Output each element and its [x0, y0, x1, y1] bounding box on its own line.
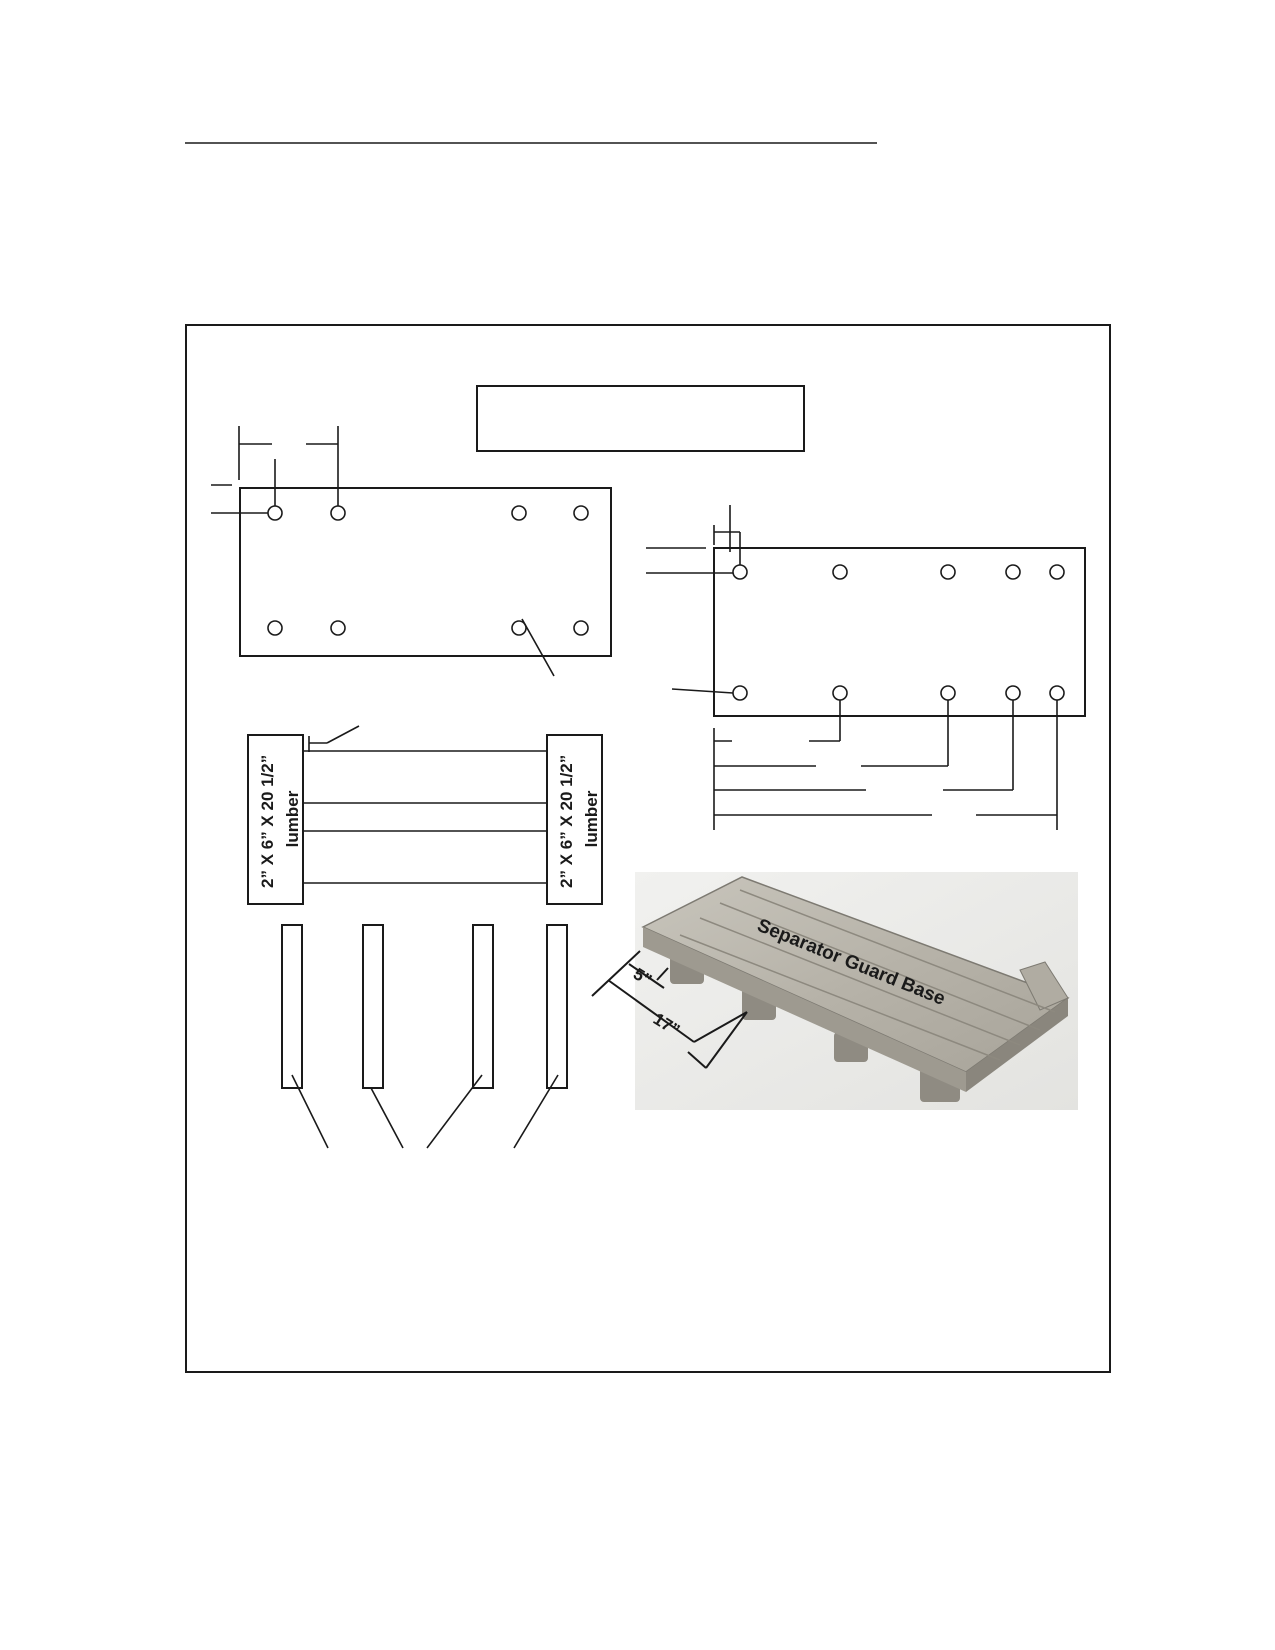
lumber-end-right — [546, 734, 603, 905]
right-board-hole — [732, 685, 748, 701]
slat-leader-lines — [291, 1074, 559, 1149]
lumber-label-left: 2” X 6” X 20 1/2” lumber — [258, 750, 302, 888]
lumber-label-right-line2: lumber — [582, 790, 601, 847]
slat — [472, 924, 494, 1089]
lumber-label-left-line2: lumber — [283, 790, 302, 847]
right-board-diagram — [646, 505, 1086, 830]
lumber-end-left — [247, 734, 304, 905]
left-board-hole — [267, 505, 283, 521]
base-platform-edge — [643, 927, 966, 1092]
base-platform-side — [966, 998, 1068, 1092]
figure-frame — [185, 324, 1111, 1373]
base-slat-lines — [679, 889, 1056, 1061]
frame-cross-lines — [303, 725, 547, 884]
slat — [546, 924, 568, 1089]
right-board-hole — [1049, 564, 1065, 580]
slat — [281, 924, 303, 1089]
right-board-hole — [832, 564, 848, 580]
left-board-hole — [330, 620, 346, 636]
slat — [362, 924, 384, 1089]
right-board-hole — [1005, 685, 1021, 701]
right-board — [713, 547, 1086, 717]
left-board-hole — [573, 620, 589, 636]
left-board-dimension-lines — [211, 426, 555, 677]
left-board-hole — [267, 620, 283, 636]
right-board-hole — [1005, 564, 1021, 580]
left-board — [239, 487, 612, 657]
right-board-hole — [940, 564, 956, 580]
left-board-hole — [511, 505, 527, 521]
left-board-diagram — [211, 426, 612, 677]
right-board-hole — [1049, 685, 1065, 701]
base-end-board — [1019, 961, 1069, 1011]
left-board-hole — [330, 505, 346, 521]
diagram-title-box — [476, 385, 805, 452]
frame-assembly-diagram: 2” X 6” X 20 1/2” lumber 2” X 6” X 20 1/… — [247, 725, 603, 905]
separator-guard-base-photo: Separator Guard Base 5” 17” — [591, 872, 1078, 1110]
right-board-dimension-lines — [646, 505, 1058, 830]
right-board-hole — [940, 685, 956, 701]
left-board-hole — [573, 505, 589, 521]
left-board-hole — [511, 620, 527, 636]
photo-dimension-lines — [591, 950, 748, 1069]
right-board-hole — [732, 564, 748, 580]
lumber-label-right: 2” X 6” X 20 1/2” lumber — [557, 750, 601, 888]
right-board-hole — [832, 685, 848, 701]
lumber-label-left-line1: 2” X 6” X 20 1/2” — [258, 755, 277, 888]
lumber-label-right-line1: 2” X 6” X 20 1/2” — [557, 755, 576, 888]
slats-diagram — [281, 924, 568, 1149]
